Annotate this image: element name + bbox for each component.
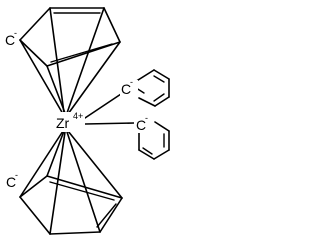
upper-phenyl-double-bond bbox=[153, 75, 165, 83]
zr-bond bbox=[19, 130, 64, 198]
upper-phenyl-bond bbox=[154, 96, 170, 107]
lower-cp-label-background bbox=[4, 172, 20, 190]
zr-bond bbox=[46, 65, 66, 114]
upper-cp-bond bbox=[46, 41, 121, 67]
lower-phenyl-double-bond bbox=[142, 147, 153, 155]
zr-phenyl-bonds bbox=[84, 91, 135, 125]
lower-phenyl-bond bbox=[138, 149, 155, 160]
upper-cp-carbon-charge: - bbox=[14, 28, 17, 38]
phenyl-1-label-background bbox=[120, 80, 138, 97]
zr-bond bbox=[67, 41, 121, 115]
upper-cp-carbon-label: C bbox=[5, 32, 15, 48]
lower-cp-carbon-charge: - bbox=[15, 170, 18, 180]
upper-phenyl-bond bbox=[138, 97, 156, 107]
zr-phenyl-bond bbox=[84, 91, 125, 119]
upper-cp-bond bbox=[19, 7, 51, 41]
lower-cp-double-bond bbox=[49, 181, 115, 201]
lower-cyclopentadienyl-ring bbox=[19, 175, 123, 235]
structure-diagram: Zr 4+ C - C - C - C - bbox=[3, 7, 170, 235]
zr-bond bbox=[49, 7, 65, 114]
phenyl-1-carbon-charge: - bbox=[130, 77, 133, 87]
upper-phenyl-double-bond bbox=[153, 93, 165, 102]
zirconium-label: Zr bbox=[56, 115, 70, 131]
upper-cp-bond bbox=[103, 7, 121, 43]
upper-cp-bond bbox=[19, 39, 48, 67]
lower-cp-bond bbox=[19, 196, 51, 235]
zr-label-background bbox=[51, 112, 85, 132]
lower-phenyl-bond bbox=[153, 149, 170, 160]
zr-bond bbox=[49, 131, 66, 235]
molecule-drawing: Zr 4+ C - C - C - C - bbox=[3, 7, 170, 235]
phenyl-2-carbon-charge: - bbox=[145, 113, 148, 123]
zr-bond bbox=[66, 131, 101, 233]
upper-phenyl-bond bbox=[153, 69, 170, 80]
phenyl-2-carbon-label: C bbox=[136, 117, 146, 133]
phenyl-1-carbon-label: C bbox=[121, 81, 131, 97]
upper-cyclopentadienyl-ring bbox=[19, 7, 121, 67]
lower-cp-carbon-label: C bbox=[6, 174, 16, 190]
lower-cp-bond bbox=[99, 197, 123, 233]
phenyl-2-label-background bbox=[134, 115, 154, 133]
lower-cp-double-bond bbox=[96, 203, 117, 228]
upper-cp-double-bond bbox=[50, 43, 113, 63]
zr-cp-bonds bbox=[19, 7, 123, 235]
lower-cp-bond bbox=[49, 231, 101, 235]
zr-bond bbox=[46, 130, 65, 177]
zr-bond bbox=[19, 39, 64, 115]
lower-cp-bond bbox=[19, 175, 48, 198]
upper-cp-label-background bbox=[3, 30, 19, 47]
zr-bond bbox=[66, 7, 105, 114]
zr-phenyl-bond bbox=[84, 122, 135, 125]
lower-phenyl-bond bbox=[154, 121, 170, 132]
zirconium-charge: 4+ bbox=[73, 111, 83, 121]
zr-bond bbox=[67, 130, 123, 199]
lower-phenyl-ring bbox=[138, 121, 170, 160]
